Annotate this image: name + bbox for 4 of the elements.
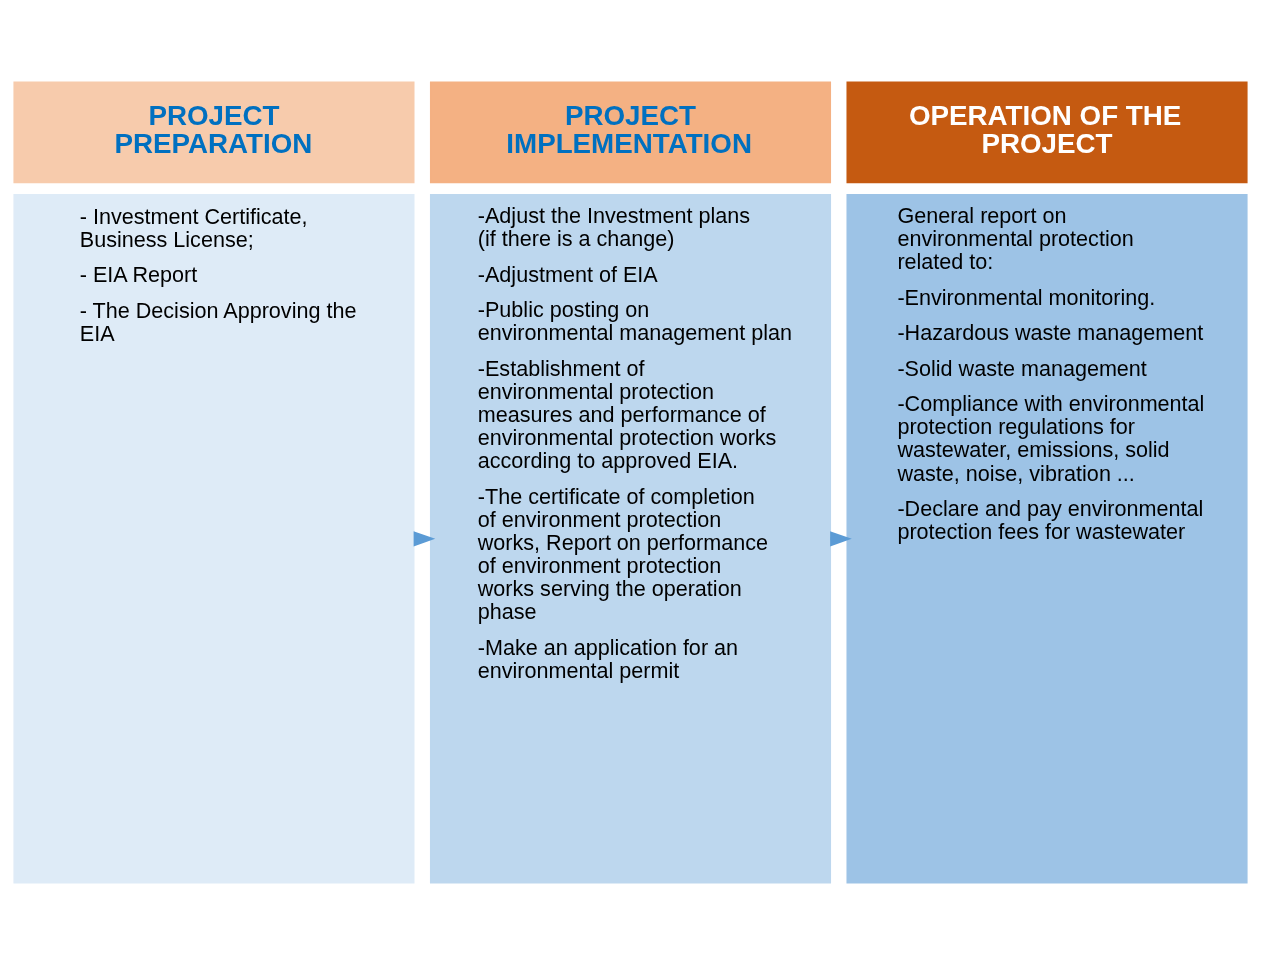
node-box: General report on environmental protection related to: -Environmental monitoring. -Hazardous waste management -Solid waste management -Compliance with environmental protection regulations for wastewater, emissions, solid waste, noise, vibration ... -Declare and pay environmental protection fees for wastewater <box>846 194 1248 884</box>
node-box: OPERATION OF THE PROJECT <box>846 81 1248 184</box>
node-box: PROJECT IMPLEMENTATION <box>429 81 832 184</box>
node-box: PROJECT PREPARATION <box>13 81 415 184</box>
